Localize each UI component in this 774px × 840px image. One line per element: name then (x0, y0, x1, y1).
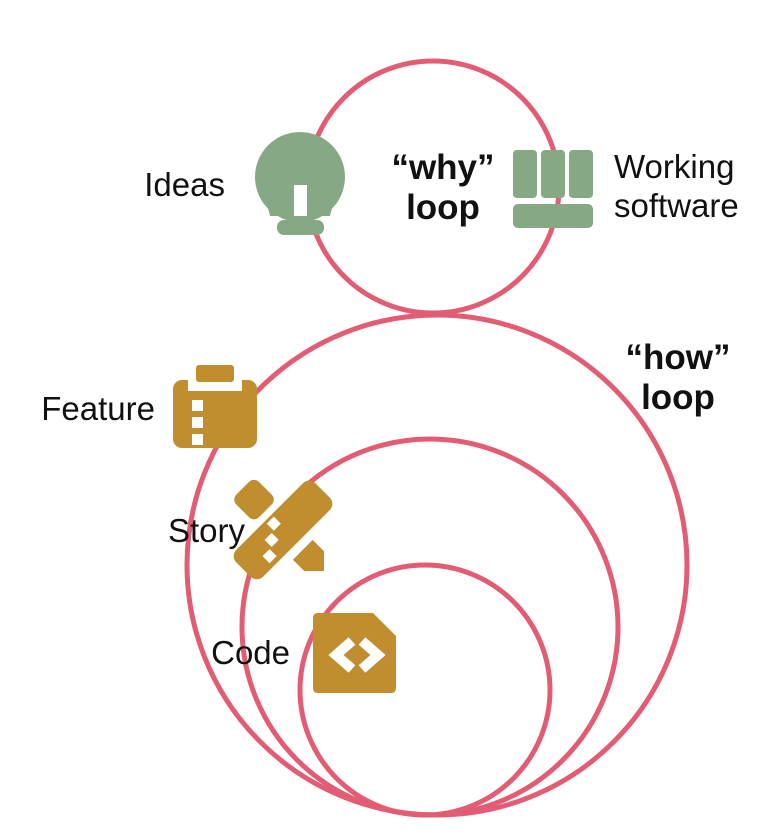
how-loop-label: “how” loop (625, 338, 731, 418)
code-file-icon (313, 613, 396, 693)
clipboard-list-icon (173, 365, 257, 448)
working-software-label: Working software (614, 148, 739, 224)
ideas-label: Ideas (144, 166, 225, 203)
lightbulb-icon (255, 132, 345, 235)
board-columns-icon (513, 150, 593, 228)
feature-label: Feature (41, 390, 155, 427)
story-label: Story (167, 512, 245, 549)
why-loop-label: “why” loop (391, 148, 495, 228)
code-label: Code (211, 634, 290, 671)
how-loop-inner-circle (297, 562, 553, 818)
design-tools-icon (233, 479, 333, 580)
